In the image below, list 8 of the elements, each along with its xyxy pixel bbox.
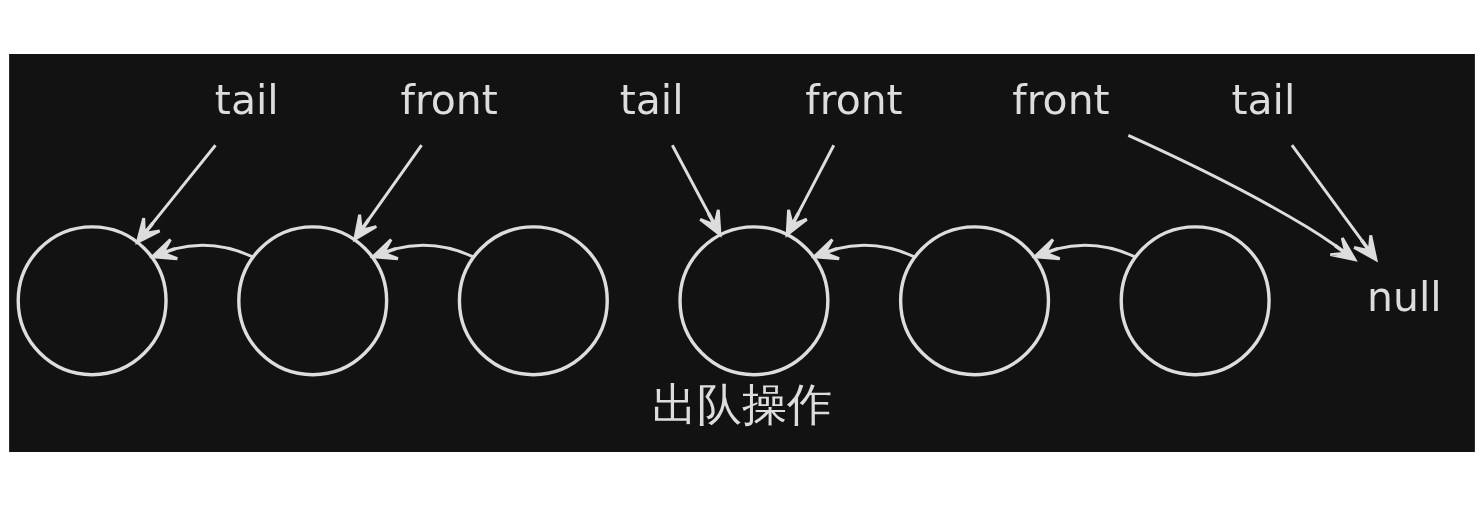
node-text: null (1367, 272, 1442, 321)
node-text: tail (214, 76, 279, 125)
node-text: front (1012, 76, 1110, 125)
node-text: front (400, 76, 498, 125)
node-text: front (805, 76, 903, 125)
caption: 出队操作 (652, 378, 832, 432)
node-text: tail (619, 76, 684, 125)
node-text: tail (1231, 76, 1296, 125)
